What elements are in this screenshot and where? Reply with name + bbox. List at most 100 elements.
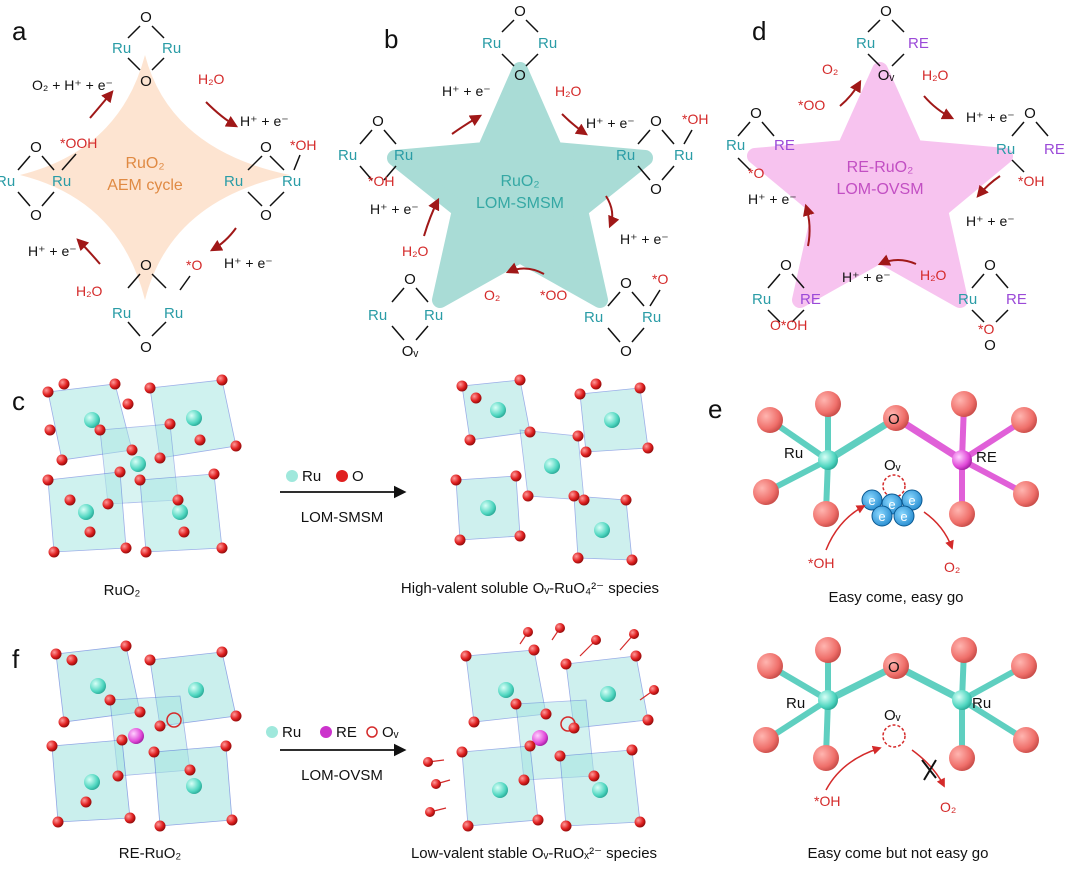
ovsm-left-motif: O Ru RE *O [726,105,795,181]
smsm-h2o-2: H₂O [402,243,429,259]
ovsm-he-1: H⁺ + e⁻ [966,109,1015,125]
e-bottom-ru-label-right: Ru [972,695,991,712]
svg-text:O: O [750,105,762,122]
svg-text:Ru: Ru [282,173,301,190]
smsm-right-motif: O *OH Ru Ru O [616,111,708,198]
svg-text:Ru: Ru [52,173,71,190]
panel-d: d RE-RuO₂ LOM-OVSM O Ru RE Oᵥ O Ru RE *O… [726,3,1065,354]
svg-text:O: O [880,3,892,20]
svg-text:*O: *O [748,165,764,181]
panel-letter-d: d [752,16,766,46]
aem-bottom-motif: O *O Ru Ru O [112,257,202,356]
aem-center-title: RuO₂ [125,155,164,172]
panel-a: a RuO₂ AEM cycle O Ru Ru O O *OH Ru Ru O [0,9,316,356]
smsm-bottom-right-motif: O *O Ru Ru O [584,271,668,360]
smsm-left-motif: O Ru Ru *OH [338,113,413,189]
svg-text:Ru: Ru [424,307,443,324]
panel-letter-e: e [708,394,722,424]
svg-text:Ru: Ru [368,307,387,324]
ovsm-o2: O₂ [822,61,838,77]
svg-text:O: O [140,339,152,356]
legend-o-dot [336,470,348,482]
legend-f-ru-label: Ru [282,724,301,741]
svg-text:O: O [140,257,152,274]
ru-o-ru-structure [753,637,1039,771]
ovsm-he-2: H⁺ + e⁻ [966,213,1015,229]
svg-text:Ru: Ru [726,137,745,154]
panel-letter-a: a [12,16,27,46]
svg-text:*O: *O [978,321,994,337]
legend-o-label: O [352,468,364,485]
re-ruo2-crystal-right [423,623,659,832]
svg-text:Ru: Ru [162,40,181,57]
svg-text:O: O [650,181,662,198]
svg-text:O: O [30,139,42,156]
legend-ru-label: Ru [302,468,321,485]
svg-text:Ru: Ru [338,147,357,164]
svg-text:Ru: Ru [224,173,243,190]
panel-c-left-caption: RuO₂ [104,582,141,599]
svg-text:*OH: *OH [1018,173,1044,189]
legend-f-ov-dot [366,726,378,738]
svg-text:Ru: Ru [394,147,413,164]
svg-text:Ru: Ru [674,147,693,164]
panel-letter-b: b [384,24,398,54]
smsm-top-motif: O Ru Ru O [482,3,557,84]
ovsm-he-4: H⁺ + e⁻ [748,191,797,207]
svg-text:RE: RE [774,137,795,154]
rutile-crystal-right [450,374,654,566]
svg-text:e: e [868,493,875,508]
e-top-ru-label: Ru [784,445,803,462]
panel-e-bottom-caption: Easy come but not easy go [808,845,989,862]
smsm-he-3: H⁺ + e⁻ [620,231,669,247]
svg-text:O: O [620,275,632,292]
svg-text:Ru: Ru [112,305,131,322]
svg-text:Ru: Ru [538,35,557,52]
re-ruo2-crystal-left [46,640,242,832]
svg-text:e: e [878,509,885,524]
svg-text:O: O [1024,105,1036,122]
panel-f-arrow-label: LOM-OVSM [301,767,383,784]
electron-cluster: e e e e e [861,489,923,527]
aem-h2o-2: H₂O [76,283,103,299]
smsm-h2o-1: H₂O [555,83,582,99]
svg-text:e: e [908,493,915,508]
svg-text:O: O [620,343,632,360]
panel-c-arrow-label: LOM-SMSM [301,509,384,526]
aem-cycle-background [20,55,290,300]
blocked-x-icon [921,759,937,781]
svg-text:O: O [372,113,384,130]
aem-he-2: H⁺ + e⁻ [224,255,273,271]
ovsm-top-motif: O Ru RE Oᵥ [856,3,929,84]
svg-text:Ru: Ru [164,305,183,322]
e-top-o-label: O [888,411,900,428]
svg-text:O: O [140,73,152,90]
e-bottom-o2: O₂ [940,799,956,815]
ru-o-re-structure [753,391,1039,527]
e-top-oh: *OH [808,555,834,571]
svg-text:RE: RE [800,291,821,308]
svg-text:Ru: Ru [996,141,1015,158]
svg-text:O: O [514,67,526,84]
svg-text:*OH: *OH [290,137,316,153]
svg-text:O: O [650,113,662,130]
svg-text:O: O [780,257,792,274]
svg-text:e: e [888,497,895,512]
panel-e: e O Ru RE Oᵥ [708,391,1039,862]
aem-right-motif: O *OH Ru Ru O [224,137,316,224]
aem-he-3: H⁺ + e⁻ [28,243,77,259]
panel-b: b RuO₂ LOM-SMSM O Ru Ru O O *OH Ru Ru O [338,3,708,360]
e-bottom-oh: *OH [814,793,840,809]
svg-text:e: e [900,509,907,524]
legend-f-ru-dot [266,726,278,738]
aem-center-subtitle: AEM cycle [107,177,183,194]
svg-text:Ru: Ru [482,35,501,52]
ovsm-h2o-1: H₂O [922,67,949,83]
aem-top-motif: O Ru Ru O [112,9,181,90]
svg-text:*OOH: *OOH [60,135,97,151]
aem-h2o-1: H₂O [198,71,225,87]
panel-letter-c: c [12,386,25,416]
smsm-he-2: H⁺ + e⁻ [586,115,635,131]
ovsm-bottom-right-motif: O Ru RE *O O [958,257,1027,354]
svg-text:O: O [984,337,996,354]
